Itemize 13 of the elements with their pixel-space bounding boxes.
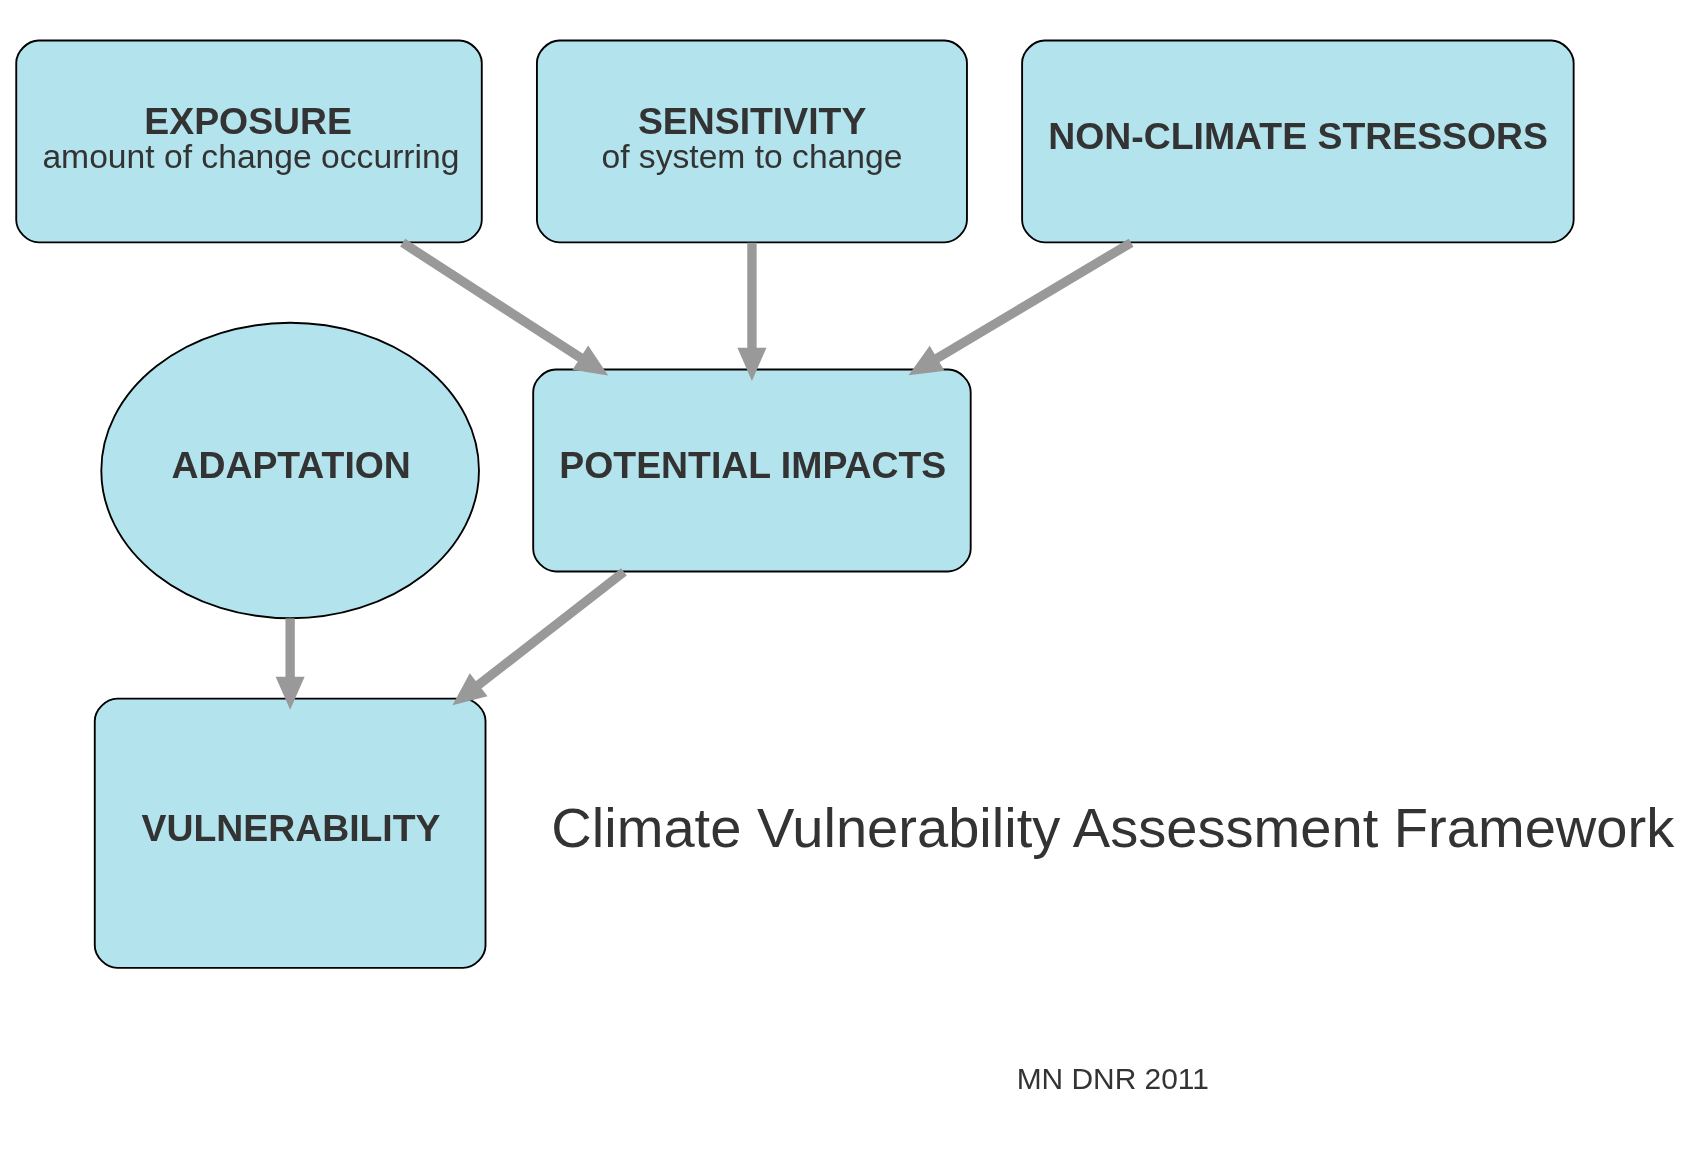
node-ellipse: ADAPTATION — [100, 321, 480, 619]
label: MN DNR 2011 — [1016, 1061, 1209, 1095]
arrow — [908, 238, 1134, 375]
node-box: EXPOSURE amount of change occurring — [15, 39, 483, 243]
arrow — [275, 617, 305, 710]
node-box: POTENTIAL IMPACTS — [532, 368, 972, 572]
arrow — [400, 238, 609, 376]
arrow — [452, 567, 627, 705]
node-box: NON-CLIMATE STRESSORS — [1021, 39, 1575, 243]
node-box: VULNERABILITY — [93, 697, 487, 969]
node-box: SENSITIVITY of system to change — [536, 39, 968, 243]
arrow — [737, 242, 767, 381]
label: Climate Vulnerability Assessment Framework — [551, 795, 1675, 859]
